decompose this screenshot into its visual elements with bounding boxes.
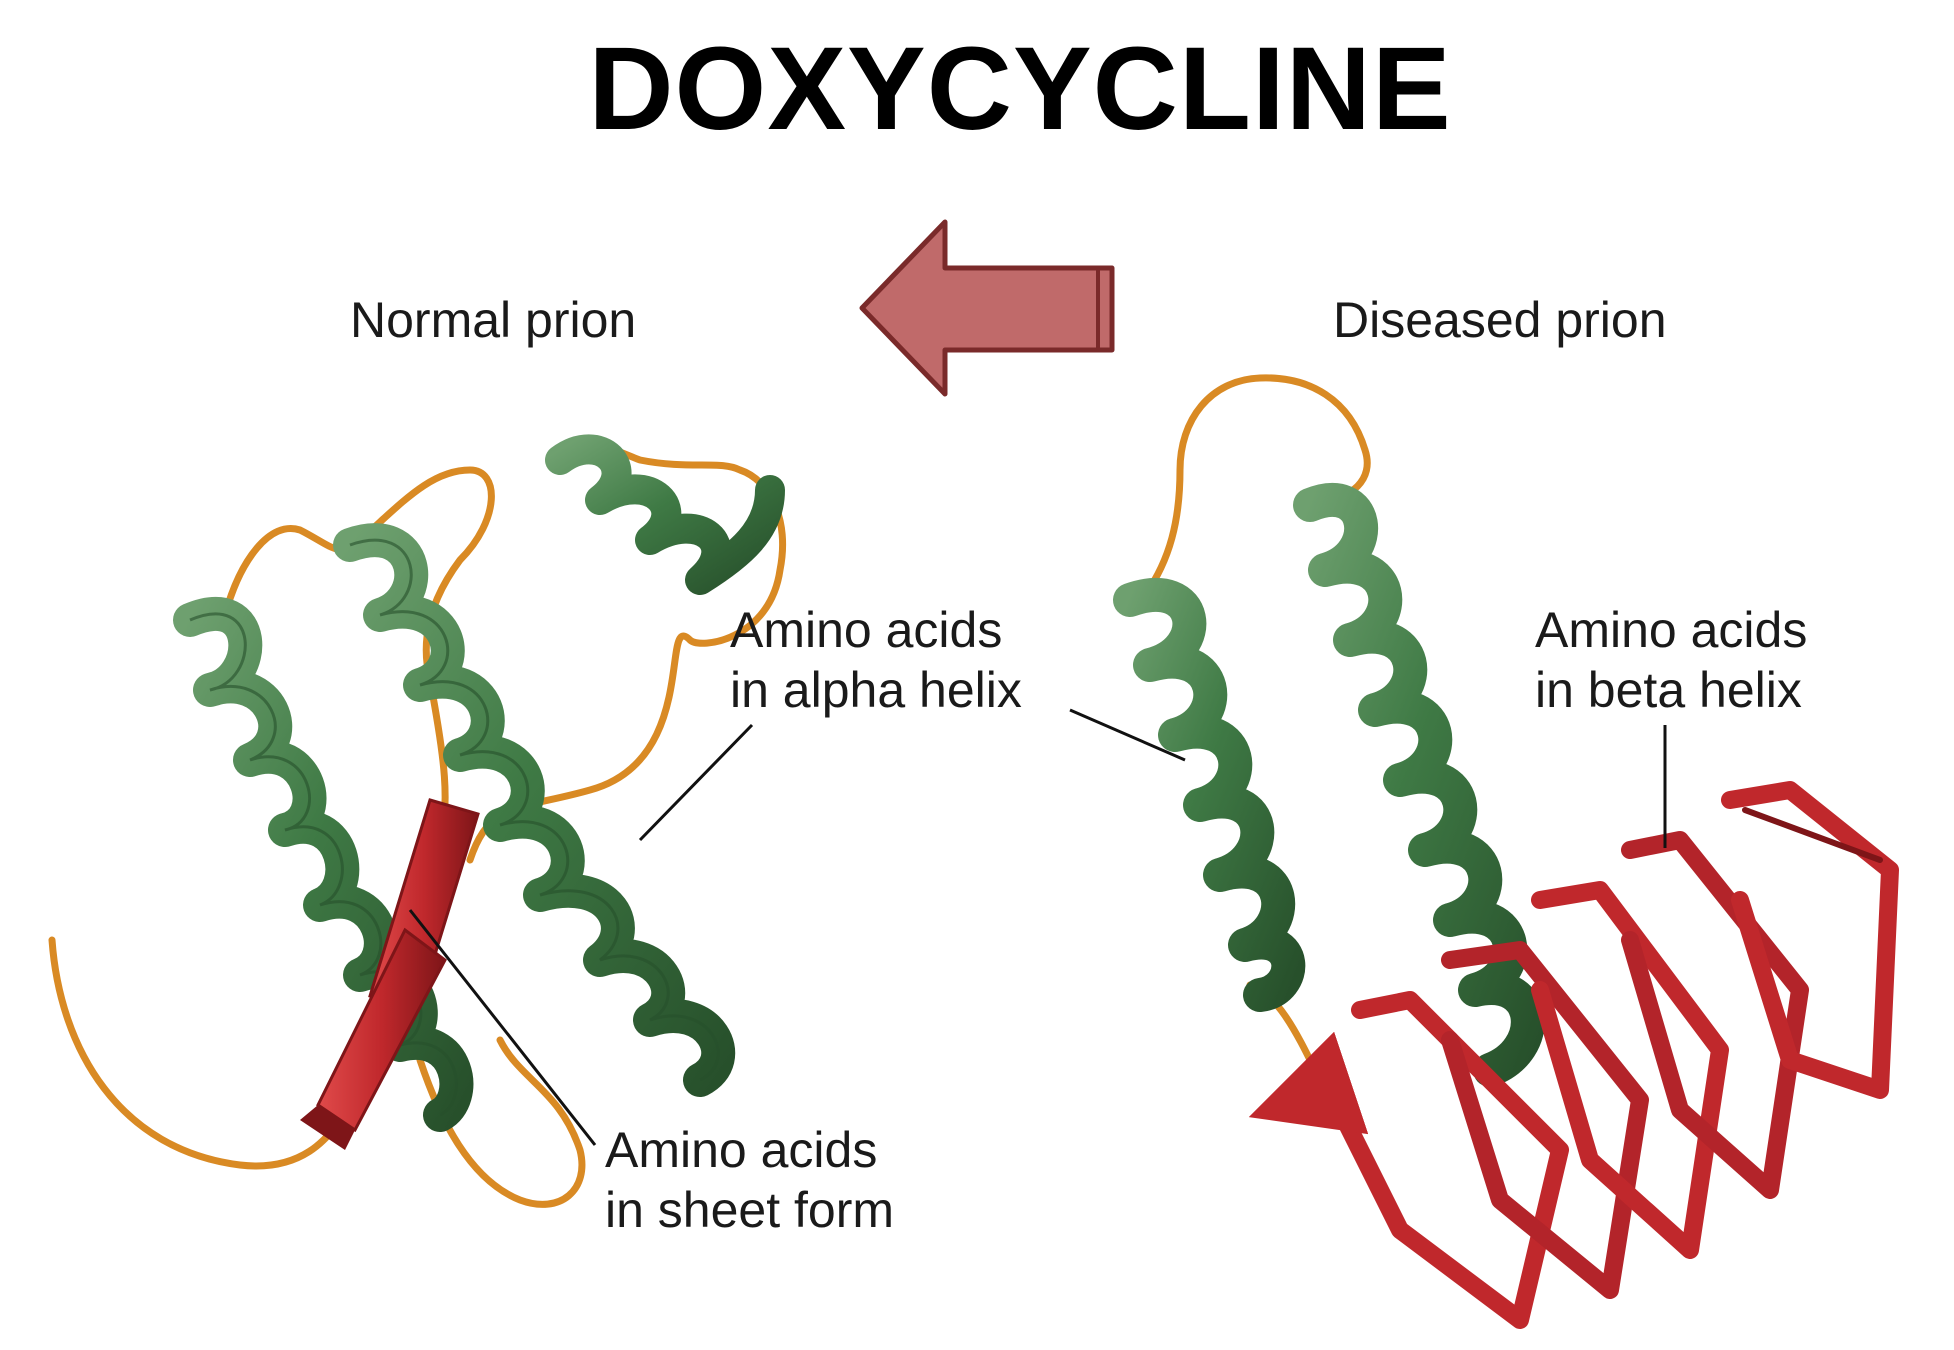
label-alpha-line1: Amino acids <box>730 602 1003 658</box>
label-beta-helix: Amino acids in beta helix <box>1535 600 1807 720</box>
normal-helix-middle <box>333 523 736 1097</box>
label-beta-line2: in beta helix <box>1535 662 1802 718</box>
label-alpha-helix-left: Amino acids in alpha helix <box>730 600 1022 720</box>
diseased-prion-structure <box>1069 374 1899 1329</box>
diseased-helix-right <box>1293 483 1545 1087</box>
page-title: DOXYCYCLINE <box>588 23 1452 155</box>
normal-loop-bottom <box>416 1036 586 1208</box>
normal-helix-left <box>173 596 474 1132</box>
normal-loop-tail <box>48 936 349 1170</box>
label-normal-prion: Normal prion <box>350 292 637 348</box>
label-beta-line1: Amino acids <box>1535 602 1808 658</box>
normal-helix-top <box>545 434 785 595</box>
alpha-right-leader <box>1069 708 1186 762</box>
normal-prion-structure <box>48 434 787 1208</box>
conversion-arrow <box>859 219 1115 397</box>
diseased-loop-top <box>1141 374 1371 599</box>
normal-beta-sheet <box>300 798 480 1150</box>
sheet-leader <box>408 909 597 1146</box>
label-sheet-form: Amino acids in sheet form <box>605 1120 894 1240</box>
diseased-helix-left <box>1113 578 1306 1012</box>
beta-helix <box>1248 781 1899 1329</box>
label-sheet-line1: Amino acids <box>605 1122 878 1178</box>
normal-loop-right <box>466 438 787 864</box>
label-diseased-prion: Diseased prion <box>1333 292 1667 348</box>
alpha-left-leader <box>638 723 754 842</box>
label-sheet-line2: in sheet form <box>605 1182 895 1238</box>
label-alpha-line2: in alpha helix <box>730 662 1022 718</box>
